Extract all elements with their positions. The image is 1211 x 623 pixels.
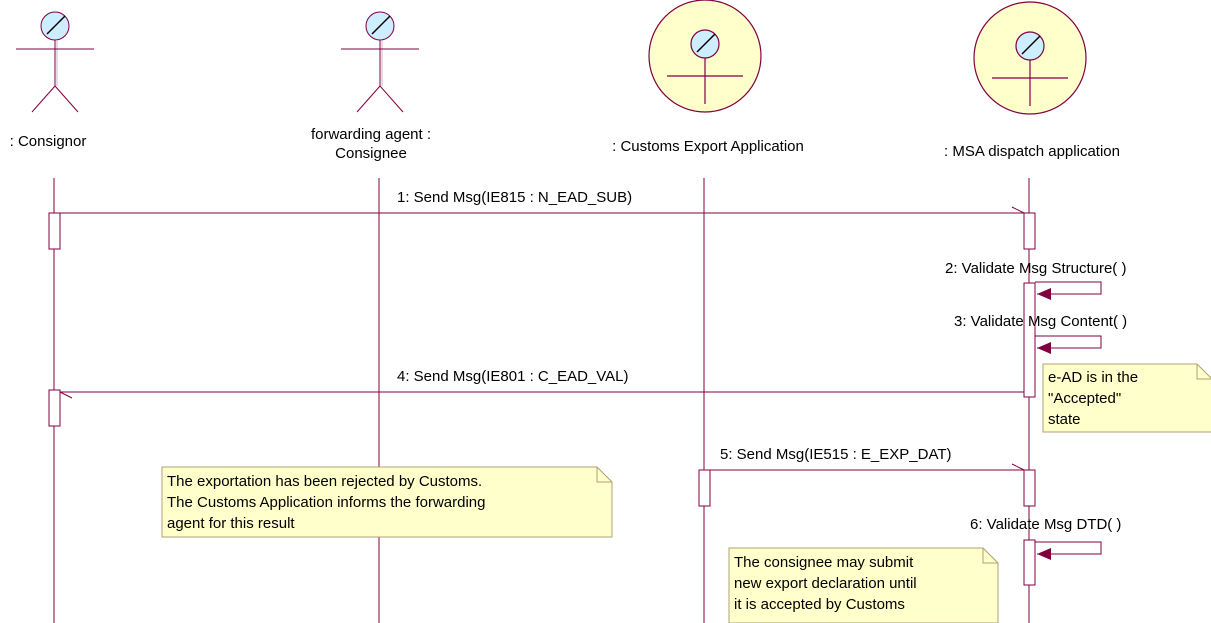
message-label-3: 3: Validate Msg Content( ) <box>954 313 1127 330</box>
note-consignee-resubmit: The consignee may submit new export decl… <box>728 547 999 623</box>
open-arrowhead-icon <box>59 391 73 399</box>
note-line: e-AD is in the <box>1048 369 1138 386</box>
activation-bar <box>1023 212 1036 250</box>
activation-bar <box>1023 469 1036 507</box>
participant-label-msa-dispatch: : MSA dispatch application <box>944 143 1120 160</box>
message-label-4: 4: Send Msg(IE801 : C_EAD_VAL) <box>397 368 629 385</box>
filled-arrowhead-icon <box>1037 288 1051 300</box>
actor-consignor <box>16 11 94 113</box>
activation-bar <box>48 212 61 250</box>
activation-bar <box>48 389 61 427</box>
note-line: it is accepted by Customs <box>734 596 905 613</box>
note-line: The exportation has been rejected by Cus… <box>167 473 482 490</box>
role-msa-dispatch <box>973 1 1087 115</box>
filled-arrowhead-icon <box>1037 548 1051 560</box>
actor-consignee <box>341 11 419 113</box>
note-line: The consignee may submit <box>734 554 914 571</box>
activation-bar <box>1023 539 1036 586</box>
self-call-arrow <box>1035 335 1102 349</box>
note-line: agent for this result <box>167 515 295 532</box>
self-call-arrow <box>1035 281 1102 295</box>
participant-label-customs-export: : Customs Export Application <box>612 138 804 155</box>
self-call-arrow <box>1035 541 1102 555</box>
note-accepted-state: e-AD is in the "Accepted" state <box>1042 363 1211 433</box>
open-arrowhead-icon <box>1011 206 1025 214</box>
message-label-5: 5: Send Msg(IE515 : E_EXP_DAT) <box>720 446 952 463</box>
note-line: "Accepted" <box>1048 390 1121 407</box>
message-label-6: 6: Validate Msg DTD( ) <box>970 516 1121 533</box>
participant-label-consignee-line2: Consignee <box>335 145 407 162</box>
participant-label-consignee-line1: forwarding agent : <box>311 126 431 143</box>
open-arrowhead-icon <box>1011 463 1025 471</box>
participant-label-consignor: : Consignor <box>10 133 87 150</box>
activation-bar <box>1023 282 1036 398</box>
message-label-2: 2: Validate Msg Structure( ) <box>945 260 1126 277</box>
message-label-1: 1: Send Msg(IE815 : N_EAD_SUB) <box>397 189 632 206</box>
activation-bar <box>698 469 711 507</box>
note-line: new export declaration until <box>734 575 917 592</box>
note-exportation-rejected: The exportation has been rejected by Cus… <box>161 466 613 538</box>
role-customs-export <box>648 0 762 113</box>
note-line: The Customs Application informs the forw… <box>167 494 485 511</box>
filled-arrowhead-icon <box>1037 342 1051 354</box>
note-line: state <box>1048 411 1081 428</box>
